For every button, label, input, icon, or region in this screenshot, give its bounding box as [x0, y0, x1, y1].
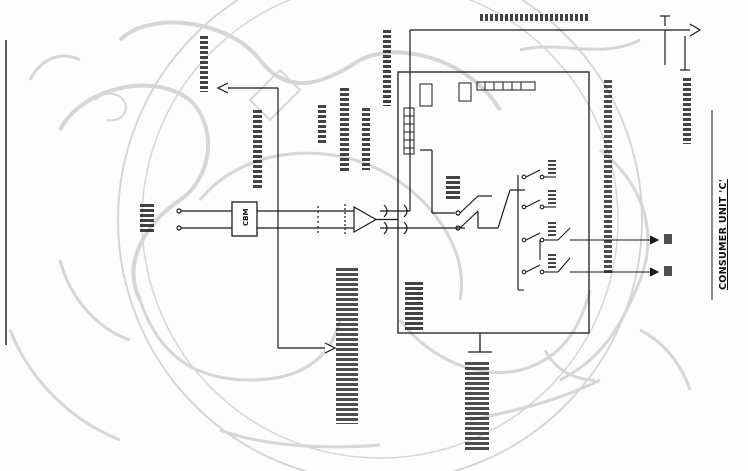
- label-block-inside-box: [405, 282, 423, 330]
- label-block-breaker-d: [548, 254, 556, 268]
- label-block-top-a: [253, 110, 262, 190]
- earth-supply-route: [409, 15, 702, 211]
- terminal-strip: [403, 81, 536, 155]
- label-block-bottom: [465, 362, 489, 452]
- label-block-out-2: [664, 266, 672, 276]
- control-signal-routes: [216, 82, 337, 354]
- main-switch: [420, 149, 525, 290]
- supply-input-terminals: [176, 208, 232, 231]
- elephant-seal-watermark: [8, 0, 692, 471]
- consumer-unit-enclosure: [397, 71, 590, 334]
- label-block-left-bottom: [336, 268, 358, 424]
- label-block-input: [140, 204, 154, 234]
- label-block-top-d: [362, 108, 370, 170]
- branch-breakers: [518, 169, 660, 291]
- label-block-breaker-a: [548, 160, 556, 174]
- label-block-out-1: [664, 234, 672, 244]
- label-block-breaker-c: [548, 222, 556, 236]
- label-block-switch-a: [446, 176, 460, 200]
- label-block-cable-top: [480, 14, 590, 21]
- neutral-connection: [468, 333, 492, 353]
- cbm-label: CBM: [242, 209, 250, 226]
- label-block-top-e: [383, 30, 391, 106]
- consumer-unit-title: CONSUMER UNIT 'C': [718, 179, 729, 290]
- label-block-right-vertical: [604, 80, 612, 275]
- label-block-breaker-b: [548, 190, 556, 204]
- label-block-top-c: [340, 88, 349, 172]
- label-block-top-b: [318, 105, 326, 143]
- label-block-earth-rod: [683, 78, 691, 144]
- main-supply-lines: [257, 204, 465, 236]
- cbm-box: [231, 201, 258, 237]
- label-block-left-thai: [200, 36, 208, 92]
